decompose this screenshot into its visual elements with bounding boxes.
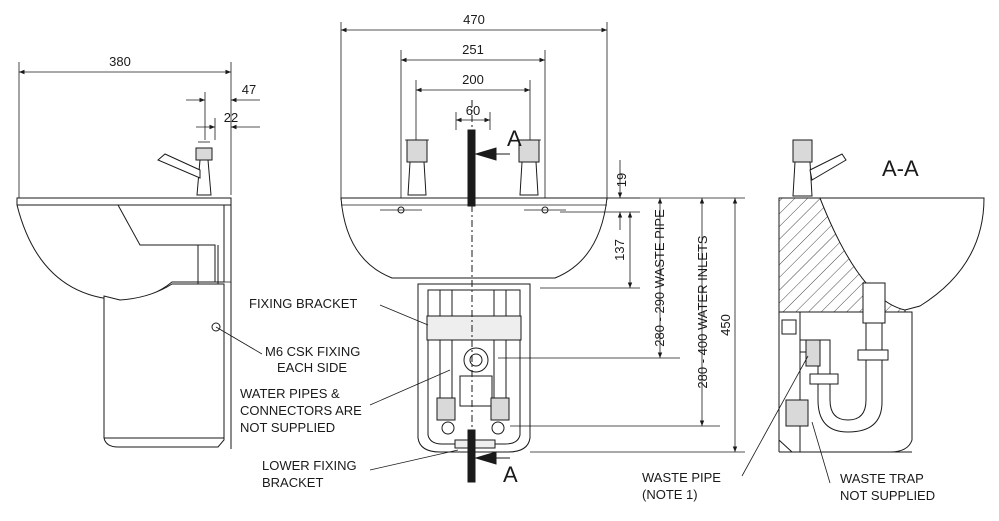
trap-tailpiece bbox=[862, 282, 886, 324]
dim-22-label: 22 bbox=[224, 110, 238, 125]
section-tap-lever bbox=[809, 153, 847, 181]
dim-450-label: 450 bbox=[718, 314, 733, 336]
left-tap-body bbox=[407, 161, 427, 196]
section-marker-bottom: A bbox=[503, 462, 518, 487]
pipes-label-2: CONNECTORS ARE bbox=[240, 403, 362, 418]
dim-470-label: 470 bbox=[463, 12, 485, 27]
trap-nut-2 bbox=[809, 373, 839, 385]
waste-pipe-label-2: (NOTE 1) bbox=[642, 487, 698, 502]
section-title: A-A bbox=[882, 156, 919, 181]
lower-bracket-label-2: BRACKET bbox=[262, 475, 323, 490]
left-tap-head bbox=[406, 139, 428, 163]
basin-inner bbox=[117, 204, 216, 282]
fixing-plate bbox=[781, 319, 797, 335]
waste-pipe-label-1: WASTE PIPE bbox=[642, 470, 721, 485]
waste-pipe-stub bbox=[805, 339, 821, 367]
waste-trap-label-2: NOT SUPPLIED bbox=[840, 488, 935, 503]
trap-bend-outer bbox=[829, 360, 867, 421]
basin-section-bowl bbox=[819, 197, 985, 311]
right-tap-head bbox=[518, 139, 540, 163]
section-arrow-top bbox=[474, 147, 497, 161]
lower-bracket-leader bbox=[369, 449, 459, 471]
tap-body bbox=[196, 159, 212, 196]
right-tap-body bbox=[519, 161, 539, 196]
trap-bend-inner bbox=[817, 360, 883, 433]
m6-label-2: EACH SIDE bbox=[277, 360, 347, 375]
waste-outlet-inner bbox=[469, 353, 483, 367]
water-valve bbox=[785, 399, 809, 427]
side-pedestal bbox=[103, 283, 225, 448]
section-tap-body bbox=[792, 161, 813, 197]
tap-head bbox=[195, 147, 213, 161]
waste-trap-label-1: WASTE TRAP bbox=[840, 471, 924, 486]
connector-right bbox=[490, 397, 510, 421]
pipes-label-1: WATER PIPES & bbox=[240, 386, 340, 401]
section-tap-head bbox=[792, 139, 813, 163]
waste-pipe-body bbox=[459, 375, 493, 407]
lower-bracket-label-1: LOWER FIXING bbox=[262, 458, 357, 473]
trap-nut bbox=[857, 349, 889, 361]
section-arrow-bottom bbox=[474, 451, 497, 465]
dim-47-label: 47 bbox=[242, 82, 256, 97]
water-inlets-dim-label: 280 - 400 WATER INLETS bbox=[695, 235, 710, 388]
section-line-top bbox=[467, 129, 476, 207]
pipes-leader bbox=[369, 369, 451, 406]
pedestal-inner bbox=[427, 289, 521, 445]
front-view: 470 251 200 60 bbox=[340, 12, 745, 487]
section-line-bottom bbox=[467, 429, 476, 483]
dim-380-label: 380 bbox=[109, 54, 131, 69]
inlet-left bbox=[441, 421, 455, 435]
dim-19-label: 19 bbox=[614, 173, 629, 187]
section-view: A-A bbox=[741, 139, 985, 484]
fixing-bracket-plate bbox=[426, 315, 522, 341]
dim-200-label: 200 bbox=[462, 72, 484, 87]
dim-251-label: 251 bbox=[462, 42, 484, 57]
section-pedestal bbox=[778, 311, 913, 453]
tap-lever bbox=[157, 153, 201, 179]
m6-leader bbox=[215, 326, 263, 355]
waste-trap-leader bbox=[811, 421, 831, 484]
waste-pipe-leader bbox=[741, 355, 809, 477]
connector-left bbox=[436, 397, 456, 421]
section-marker-top: A bbox=[507, 126, 522, 151]
side-view: 380 47 22 bbox=[16, 54, 263, 449]
inlet-right bbox=[491, 421, 505, 435]
m6-label-1: M6 CSK FIXING bbox=[265, 344, 360, 359]
dim-60-label: 60 bbox=[466, 103, 480, 118]
pipes-label-3: NOT SUPPLIED bbox=[240, 420, 335, 435]
dim-137-label: 137 bbox=[612, 239, 627, 261]
front-basin bbox=[340, 197, 608, 279]
fixing-bracket-leader bbox=[379, 304, 429, 326]
fixing-bracket-label: FIXING BRACKET bbox=[249, 296, 357, 311]
waste-pipe-dim-label: 280 - 290 WASTE PIPE bbox=[652, 209, 667, 347]
